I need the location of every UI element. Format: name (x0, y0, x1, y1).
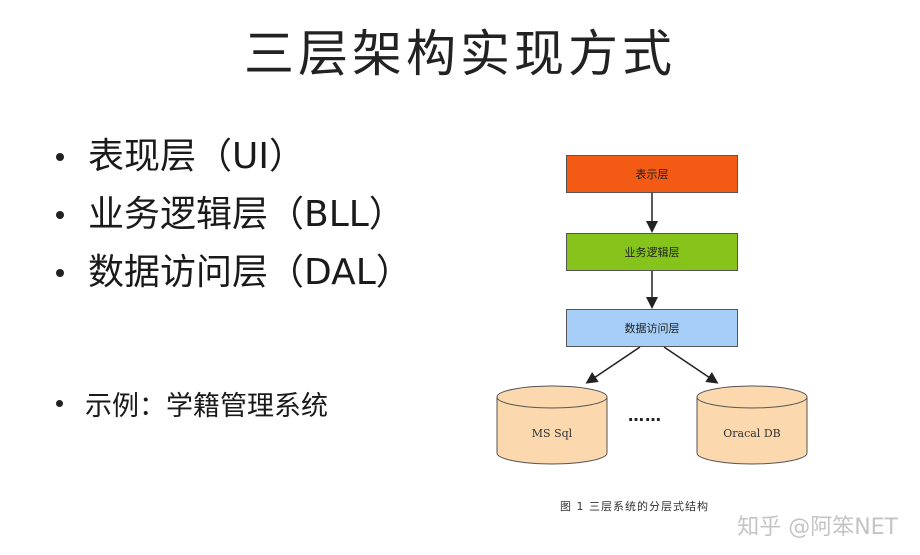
database-label: MS Sql (531, 427, 573, 440)
database-cylinder-icon (696, 385, 808, 465)
arrow-dal-to-oracle (663, 346, 719, 384)
layer-bullet-list: 表现层（UI） 业务逻辑层（BLL） 数据访问层（DAL） (56, 128, 412, 302)
bullet-text: 数据访问层（DAL） (88, 252, 412, 293)
example-bullet: 示例：学籍管理系统 (56, 384, 328, 423)
layer-business-box: 业务逻辑层 (566, 233, 738, 271)
three-tier-diagram: 表示层 业务逻辑层 数据访问层 MS Sql …… Oracal DB 图 1 … (480, 140, 820, 540)
bullet-dot (56, 211, 64, 219)
bullet-item-ui: 表现层（UI） (56, 128, 412, 186)
bullet-text: 表现层（UI） (88, 136, 305, 177)
bullet-dot (56, 153, 64, 161)
database-mssql: MS Sql (496, 385, 608, 465)
layer-data-access-box: 数据访问层 (566, 309, 738, 347)
bullet-text: 业务逻辑层（BLL） (88, 194, 405, 235)
slide-title: 三层架构实现方式 (244, 25, 676, 83)
bullet-item-bll: 业务逻辑层（BLL） (56, 186, 412, 244)
diagram-arrows (585, 193, 719, 384)
watermark: 知乎 @阿笨NET (737, 515, 898, 540)
ellipsis: …… (628, 406, 662, 425)
bullet-item-dal: 数据访问层（DAL） (56, 244, 412, 302)
bullet-dot (56, 400, 63, 407)
database-cylinder-icon (496, 385, 608, 465)
bullet-dot (56, 269, 64, 277)
arrow-dal-to-mssql (585, 346, 641, 384)
example-text: 示例：学籍管理系统 (85, 391, 328, 422)
layer-presentation-box: 表示层 (566, 155, 738, 193)
database-oracle: Oracal DB (696, 385, 808, 465)
figure-caption: 图 1 三层系统的分层式结构 (560, 500, 709, 513)
database-label: Oracal DB (723, 427, 781, 440)
